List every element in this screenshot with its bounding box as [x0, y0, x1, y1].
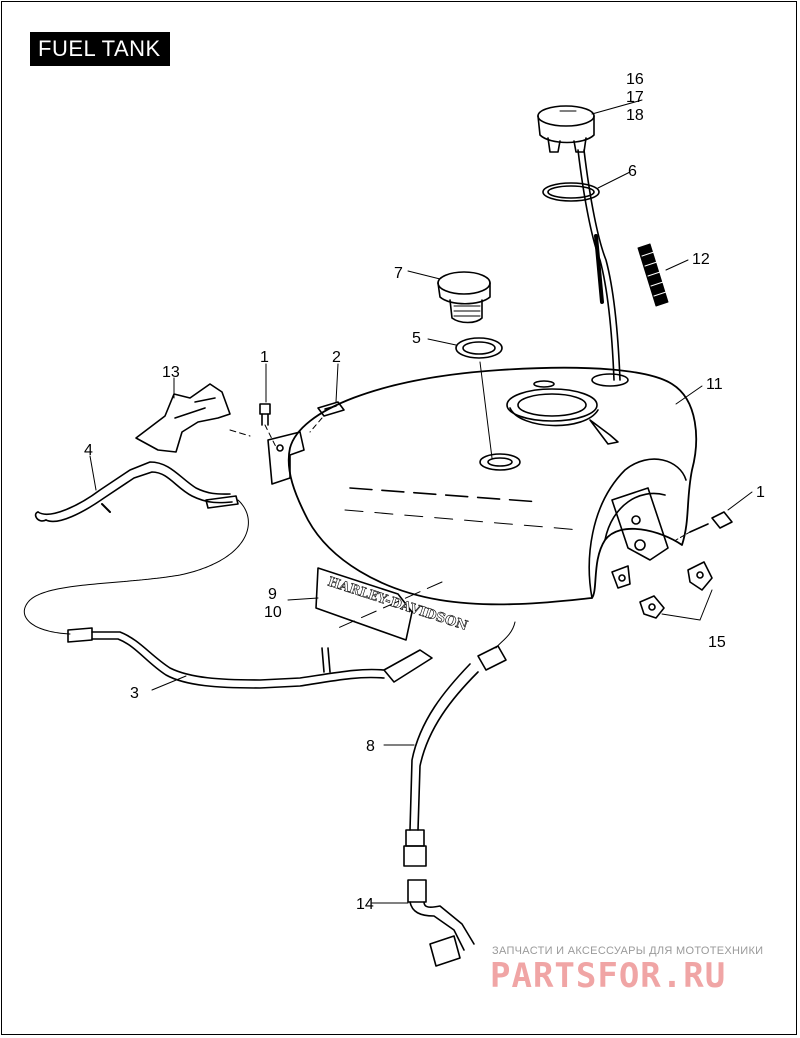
callout-4: 4: [84, 442, 93, 459]
nut-part: [639, 561, 713, 619]
callout-17: 17: [626, 89, 644, 106]
clip-part: [317, 401, 345, 417]
tank-emblem-part: HARLEY-DAVIDSON: [315, 567, 470, 641]
callout-9: 9: [268, 586, 277, 603]
leader-lines: [89, 99, 753, 904]
wire-harness: [577, 149, 615, 381]
callout-3: 3: [130, 685, 139, 702]
page-title: FUEL TANK: [30, 32, 170, 66]
callouts: 1 2 13 4 3 5 7 16 17 18 6 12 11 1 9 10 1…: [84, 71, 765, 913]
fuel-pump-cap-part: [537, 105, 595, 153]
sleeve-part: [637, 243, 669, 307]
callout-5: 5: [412, 330, 421, 347]
gasket-part: [455, 337, 503, 359]
callout-2: 2: [332, 349, 341, 366]
watermark-logo: PARTSFOR.RU: [490, 956, 727, 996]
filler-cap-part: [437, 271, 491, 324]
callout-13: 13: [162, 364, 180, 381]
callout-1-right: 1: [756, 484, 765, 501]
callout-10: 10: [264, 604, 282, 621]
callout-1: 1: [260, 349, 269, 366]
watermark-subtitle: ЗАПЧАСТИ И АКСЕССУАРЫ ДЛЯ МОТОТЕХНИКИ: [492, 945, 764, 957]
tank-mount-bracket: [267, 431, 305, 485]
bolt-part: [259, 403, 271, 426]
callout-7: 7: [394, 265, 403, 282]
fuel-supply-hose-part: [403, 645, 507, 867]
bolt-part-right: [675, 511, 733, 541]
vent-hose-part: [34, 461, 239, 523]
fuel-line-part: [67, 627, 433, 689]
callout-15: 15: [708, 634, 726, 651]
callout-16: 16: [626, 71, 644, 88]
callout-11: 11: [706, 376, 723, 393]
bracket-part: [135, 383, 251, 453]
fuel-tank-part: [287, 366, 697, 606]
o-ring-part: [542, 182, 600, 202]
callout-14: 14: [356, 896, 374, 913]
leader-line: [479, 361, 493, 459]
callout-18: 18: [626, 107, 644, 124]
callout-8: 8: [366, 738, 375, 755]
callout-12: 12: [692, 251, 710, 268]
emblem-text: HARLEY-DAVIDSON: [326, 575, 470, 634]
callout-6: 6: [628, 163, 637, 180]
fitting-elbow-part: [407, 879, 475, 967]
